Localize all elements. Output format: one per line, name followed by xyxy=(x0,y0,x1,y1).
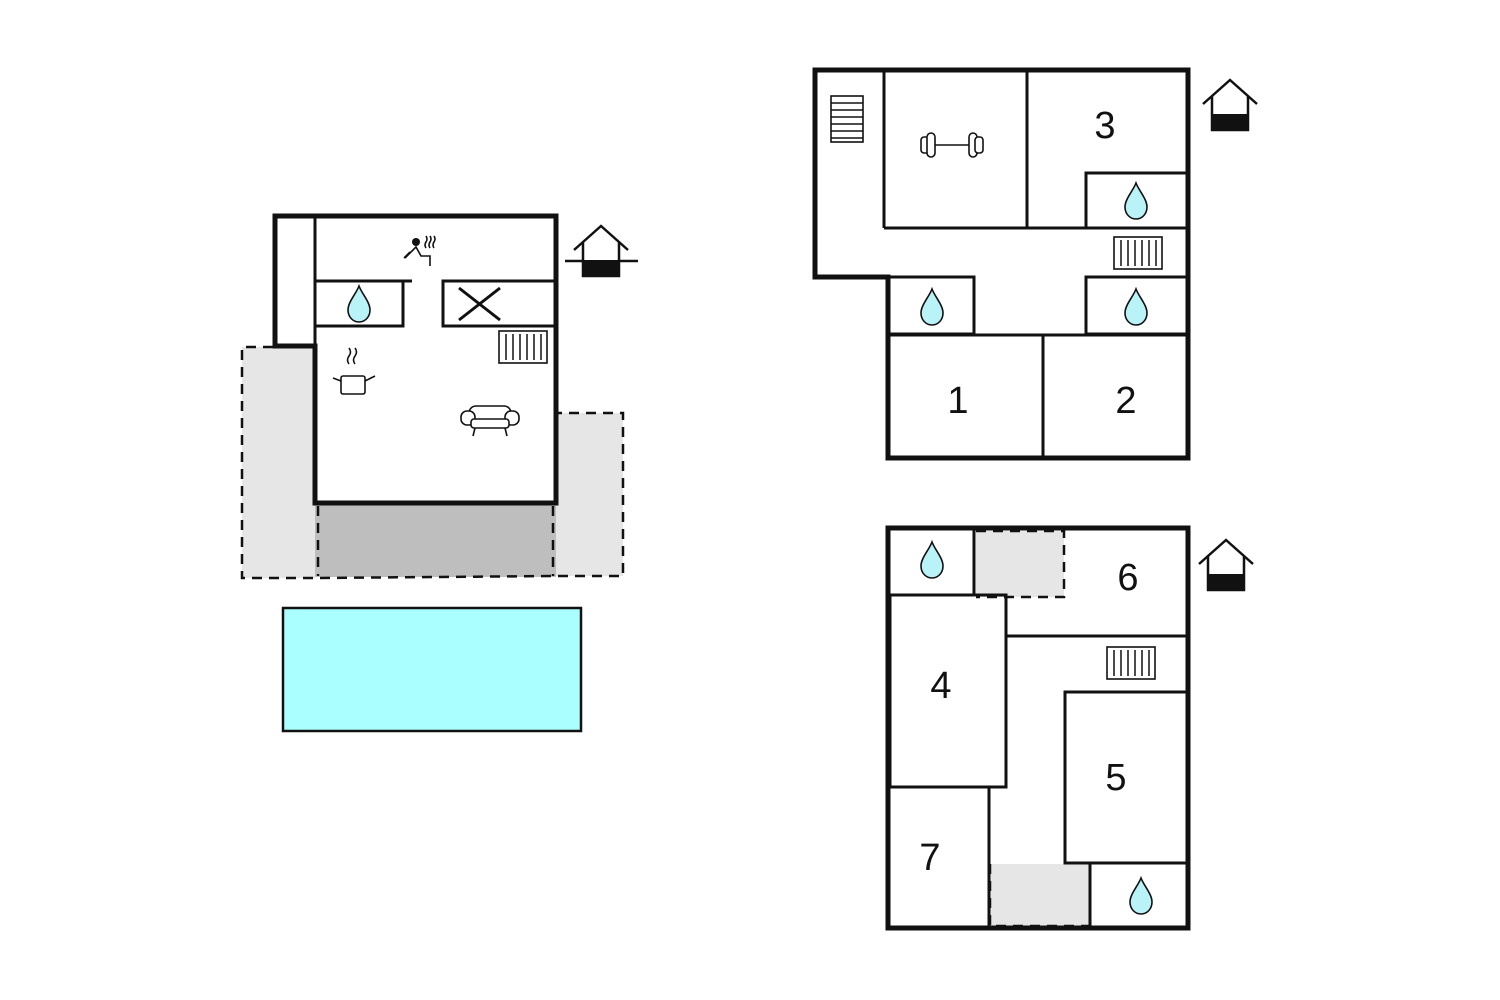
water-drop-icon xyxy=(347,285,371,323)
entrance-house-icon xyxy=(572,224,630,278)
upper-floor-plan: 3 1 2 xyxy=(812,67,1259,461)
water-drop-icon xyxy=(1124,182,1148,220)
open-area-bottom xyxy=(990,864,1090,926)
sauna-icon xyxy=(403,235,436,266)
room-number-6: 6 xyxy=(1117,557,1138,599)
sofa-icon xyxy=(460,405,520,437)
water-drop-icon xyxy=(920,541,944,579)
ground-floor-plan xyxy=(240,213,638,733)
dumbbell-icon xyxy=(920,132,984,158)
terrace-left xyxy=(242,347,315,578)
room-number-7: 7 xyxy=(919,837,940,879)
lower-floor-plan: 6 4 5 7 xyxy=(885,525,1255,931)
room-number-5: 5 xyxy=(1105,757,1126,799)
covered-terrace xyxy=(315,503,556,577)
kitchen-pot-icon xyxy=(332,347,376,395)
room-number-3: 3 xyxy=(1094,105,1115,147)
room-number-2: 2 xyxy=(1115,380,1136,422)
open-area-top xyxy=(976,531,1064,597)
radiator-icon xyxy=(1106,646,1156,680)
swimming-pool xyxy=(281,606,583,733)
stairs-icon xyxy=(830,95,864,143)
water-drop-icon xyxy=(1124,288,1148,326)
entrance-house-icon xyxy=(1201,78,1259,132)
entrance-house-icon xyxy=(1197,538,1255,592)
room-number-4: 4 xyxy=(930,665,951,707)
radiator-icon xyxy=(1113,236,1163,270)
room-number-1: 1 xyxy=(947,380,968,422)
radiator-icon xyxy=(498,330,548,364)
water-drop-icon xyxy=(920,288,944,326)
terrace-right xyxy=(556,413,623,576)
water-drop-icon xyxy=(1129,877,1153,915)
